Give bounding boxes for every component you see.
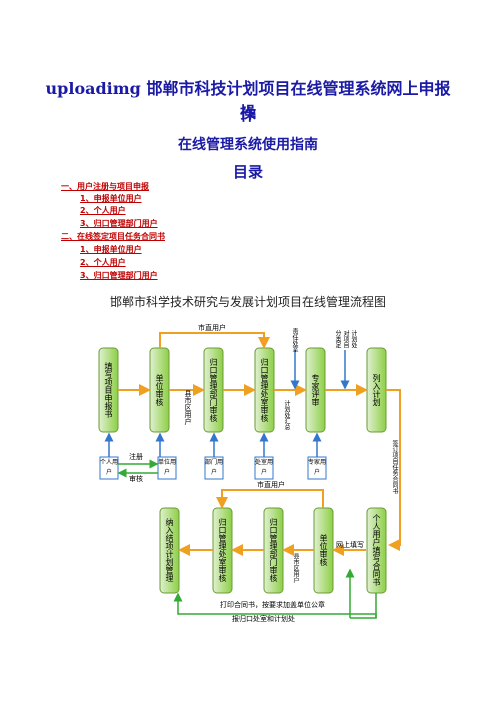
toc-link-1-1[interactable]: 1、申报单位用户: [80, 194, 142, 203]
user-label-expert: 专家用户: [308, 459, 326, 476]
flow-box-label-4: 归口管理处室审核: [260, 358, 269, 422]
label-register: 注册: [129, 453, 143, 461]
toc-link-1-3[interactable]: 3、归口管理部门用户: [80, 219, 158, 228]
bottom-box-label-1: 纳入结项计划管理: [165, 518, 174, 582]
document-subtitle: 在线管理系统使用指南: [178, 137, 318, 153]
document-title-line1: uploadimg 邯郸市科技计划项目在线管理系统网上申报操: [45, 79, 451, 122]
toc-link-section-2[interactable]: 二、在线签定项目任务合同书: [61, 232, 165, 241]
flow-box-label-3: 归口管理部门审核: [209, 358, 218, 422]
bottom-box-label-4: 单位审核: [319, 534, 328, 566]
label-plan-criteria: 计划处对项目分类定级和确定: [334, 330, 357, 348]
toc-link-section-1[interactable]: 一、用户注册与项目申报: [61, 182, 149, 191]
label-city-user-bottom: 市直用户: [257, 481, 285, 489]
flow-box-label-1: 填写项目申报书: [104, 362, 113, 418]
label-county-user-bottom: 县市区用户: [292, 553, 299, 583]
label-sign-contract: 签订项目任务合同书: [391, 440, 398, 494]
flow-box-label-5: 专家评审: [311, 374, 320, 406]
label-city-user-top: 市直用户: [198, 324, 226, 332]
toc-link-2-2[interactable]: 2、个人用户: [80, 258, 126, 267]
label-county-user: 县市区用户: [184, 390, 192, 425]
user-label-unit: 单位用户: [158, 459, 176, 476]
bottom-box-label-2: 归口管理处室审核: [218, 518, 227, 582]
label-online-fill: 网上填写: [336, 541, 364, 549]
toc-link-1-2[interactable]: 2、个人用户: [80, 206, 126, 215]
label-duty-review: 责任处室审核: [291, 328, 298, 352]
user-label-dept: 部门用户: [205, 459, 223, 476]
user-label-personal: 个人用户: [100, 459, 118, 476]
toc-link-2-3[interactable]: 3、归口管理部门用户: [80, 271, 158, 280]
flow-box-label-2: 单位审核: [155, 374, 164, 406]
flow-box-label-6: 列入计划: [372, 374, 381, 406]
user-label-office: 处室用户: [255, 459, 273, 476]
document-title-line2: 作: [239, 105, 256, 124]
toc-heading: 目录: [232, 163, 263, 181]
bottom-box-label-5: 个人用户填写合同书: [372, 514, 381, 586]
label-submit: 报归口处室和计划处: [232, 615, 295, 623]
bottom-box-label-3: 归口管理部门审核: [269, 518, 278, 582]
label-print-contract: 打印合同书，按要求加盖单位公章: [220, 601, 325, 609]
label-plan-summary: 计划处汇总: [283, 400, 290, 430]
flowchart-title: 邯郸市科学技术研究与发展计划项目在线管理流程图: [109, 295, 386, 309]
toc-link-2-1[interactable]: 1、申报单位用户: [80, 245, 142, 254]
label-review: 审核: [129, 475, 143, 483]
